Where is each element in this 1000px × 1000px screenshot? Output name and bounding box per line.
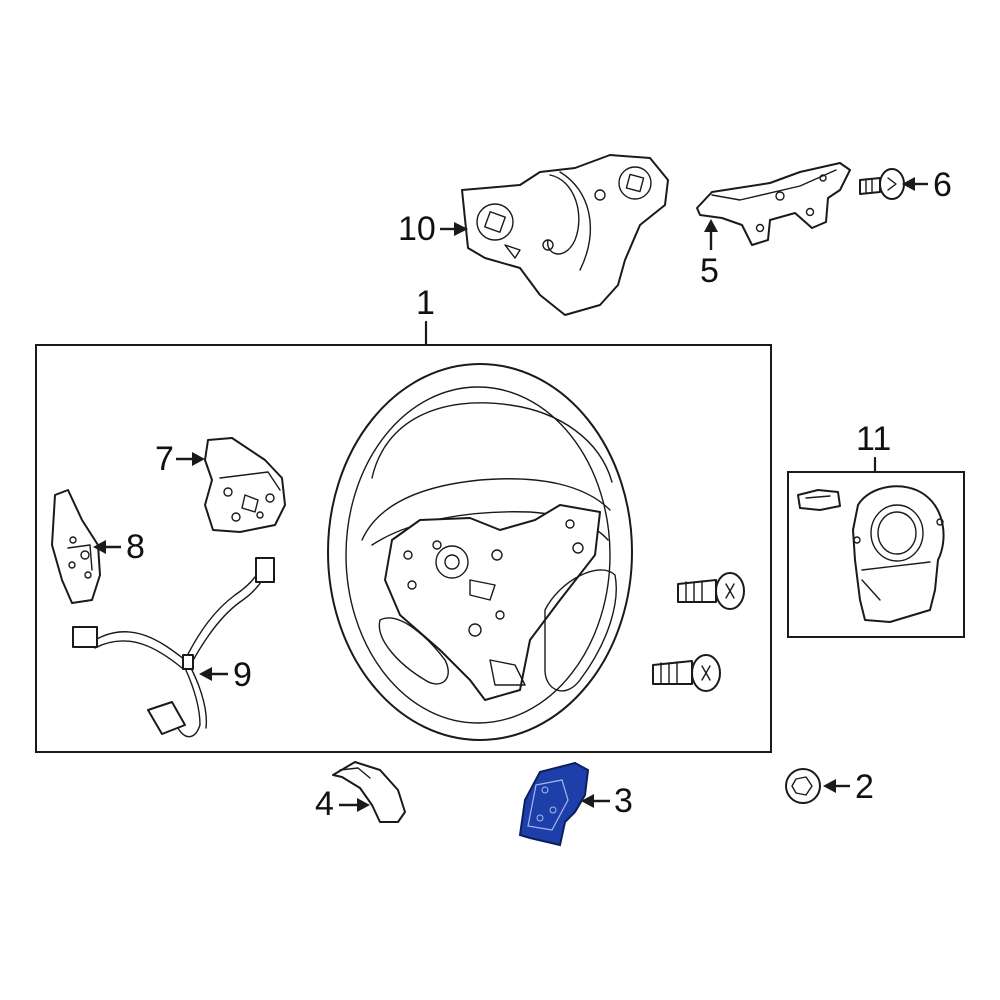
part-5-bracket[interactable] xyxy=(696,162,851,246)
part-3-switch-highlighted[interactable] xyxy=(518,761,590,847)
callout-7-label: 7 xyxy=(155,440,174,478)
callout-9: 9 xyxy=(199,656,252,694)
callout-8-label: 8 xyxy=(126,528,145,566)
part-9-wire-harness[interactable] xyxy=(72,557,275,738)
part-1-assembly-box xyxy=(35,344,772,753)
part-1-bolt-lower[interactable] xyxy=(652,654,721,692)
callout-1-label: 1 xyxy=(416,284,435,322)
part-11-box xyxy=(787,471,965,638)
callout-5: 5 xyxy=(700,219,719,290)
callout-11-label: 11 xyxy=(856,420,891,458)
part-11-spiral-cable[interactable] xyxy=(852,485,945,623)
part-10-lower-cover[interactable] xyxy=(461,154,669,316)
part-1-steering-wheel[interactable] xyxy=(327,363,633,741)
callout-11: 11 xyxy=(856,420,891,474)
callout-2-label: 2 xyxy=(855,768,874,806)
callout-10: 10 xyxy=(398,210,468,248)
callout-8: 8 xyxy=(93,528,145,566)
callout-1: 1 xyxy=(416,284,435,347)
part-4-paddle[interactable] xyxy=(332,761,406,823)
callout-2: 2 xyxy=(823,768,874,806)
part-1-bolt-upper[interactable] xyxy=(677,572,745,610)
part-11-connector[interactable] xyxy=(797,489,841,511)
callout-3-label: 3 xyxy=(614,782,633,820)
callout-6-label: 6 xyxy=(933,166,952,204)
callout-9-label: 9 xyxy=(233,656,252,694)
part-6-screw[interactable] xyxy=(859,168,905,200)
callout-4: 4 xyxy=(315,785,370,823)
callout-5-label: 5 xyxy=(700,252,719,290)
part-7-switch[interactable] xyxy=(204,437,286,533)
callout-4-label: 4 xyxy=(315,785,334,823)
part-8-switch[interactable] xyxy=(51,489,101,604)
callout-10-label: 10 xyxy=(398,210,436,248)
callout-7: 7 xyxy=(155,440,205,478)
part-2-nut[interactable] xyxy=(785,768,821,804)
callout-6: 6 xyxy=(902,166,952,204)
callout-3: 3 xyxy=(581,782,633,820)
